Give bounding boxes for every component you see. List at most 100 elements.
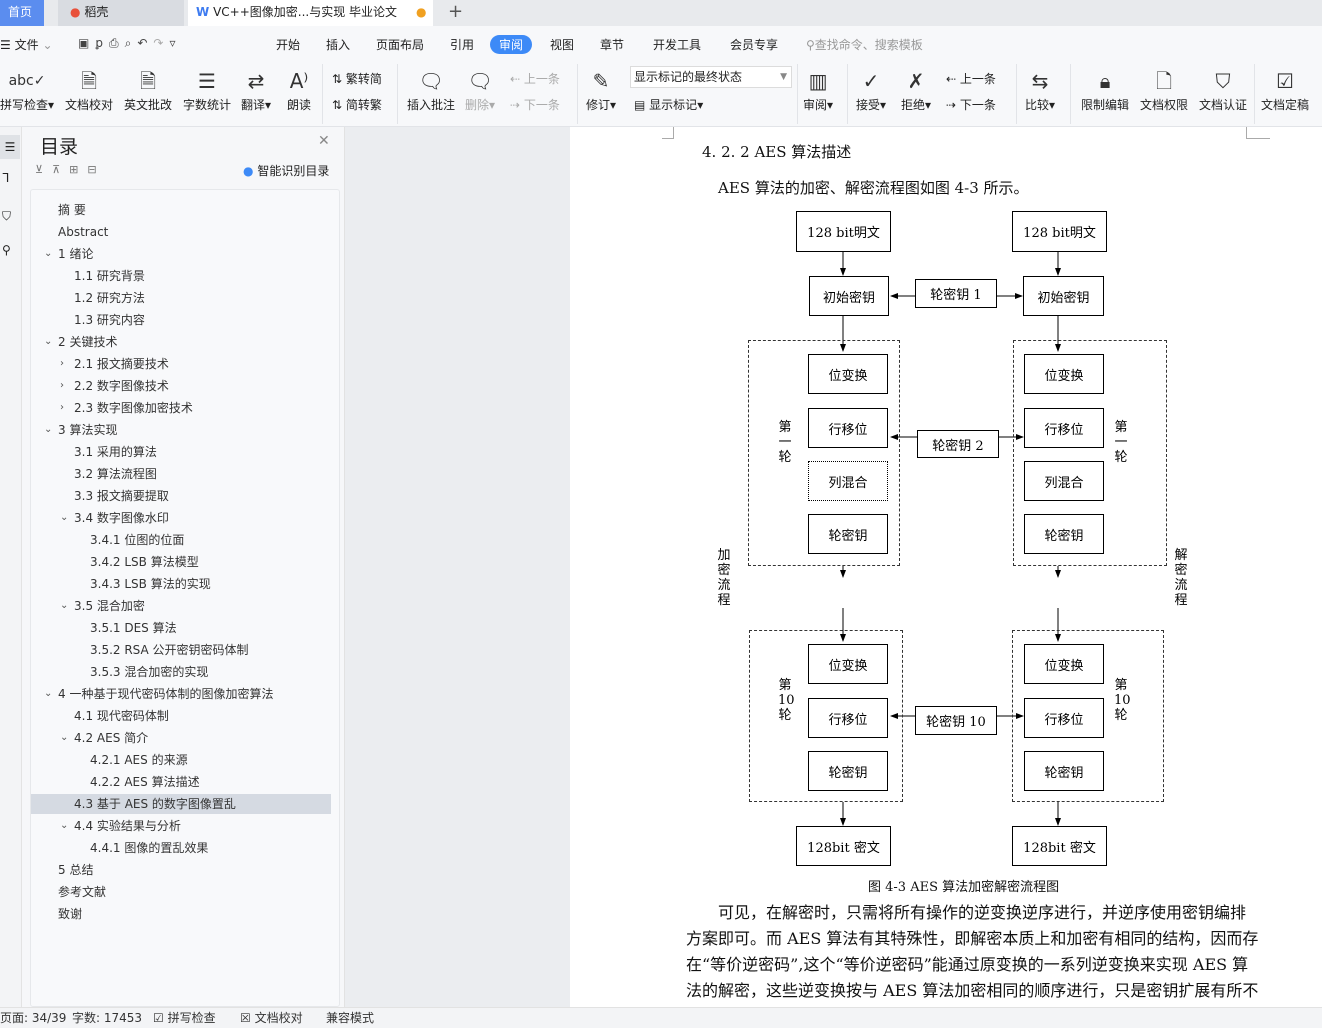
reject-button[interactable]: ✗拒绝▾ [901,66,931,113]
spell-check-status[interactable]: ☑ 拼写检查 [153,1008,216,1028]
toc-item[interactable]: 3.1 采用的算法 [31,442,331,462]
delete-comment-button[interactable]: 🗨删除▾ [465,66,495,113]
toc-item[interactable]: ›2.2 数字图像技术 [31,376,331,396]
toc-item[interactable]: Abstract [31,222,331,242]
english-correct-button[interactable]: 🗎英文批改 [124,66,172,113]
chevron-down-icon[interactable]: ⌄ [60,820,69,831]
menu-chapter[interactable]: 章节 [600,38,625,52]
toc-item[interactable]: 3.5.2 RSA 公开密钥密码体制 [31,640,331,660]
toc-item[interactable]: 4.3 基于 AES 的数字图像置乱 [31,794,331,814]
document-page[interactable] [570,127,1322,1007]
toc-item[interactable]: 3.5.1 DES 算法 [31,618,331,638]
toc-item[interactable]: 3.2 算法流程图 [31,464,331,484]
chevron-down-icon[interactable]: ⌄ [60,732,69,743]
page-indicator[interactable]: 页面: 34/39 [0,1011,67,1025]
doc-certify-button[interactable]: ⛉文档认证 [1199,66,1247,113]
restrict-editing-button[interactable]: 🔒︎限制编辑 [1081,66,1129,113]
chevron-right-icon[interactable]: › [60,402,64,413]
collapse-all-icon[interactable]: ⊻ [35,163,53,176]
toc-item[interactable]: ⌄3 算法实现 [31,420,331,440]
compare-button[interactable]: ⇆比较▾ [1025,66,1055,113]
track-changes-button[interactable]: ✎修订▾ [586,66,616,113]
styles-icon[interactable]: ᒣ [2,171,10,185]
doc-permission-button[interactable]: 🗋文档权限 [1140,66,1188,113]
toc-item[interactable]: ⌄4.4 实验结果与分析 [31,816,331,836]
accept-button[interactable]: ✓接受▾ [856,66,886,113]
traditional-to-simplified-button[interactable]: ⇅ 繁转简 [332,70,382,87]
customize-icon[interactable]: ▿ [169,36,182,50]
translate-button[interactable]: ⇄翻译▾ [241,66,271,113]
read-aloud-button[interactable]: A⁾朗读 [287,66,311,113]
toc-item[interactable]: ⌄1 绪论 [31,244,331,264]
redo-icon[interactable]: ↷ [153,36,170,50]
toc-item[interactable]: 3.3 报文摘要提取 [31,486,331,506]
tab-daoke[interactable]: ● 稻壳 [58,0,184,26]
toc-item[interactable]: 3.4.2 LSB 算法模型 [31,552,331,572]
close-icon[interactable]: ✕ [318,133,330,149]
display-mode-select[interactable]: 显示标记的最终状态▼ [630,66,792,88]
insert-comment-button[interactable]: 🗨插入批注 [407,66,455,113]
save-icon[interactable]: ▣ [78,36,96,50]
toc-item[interactable]: 3.5.3 混合加密的实现 [31,662,331,682]
chevron-down-icon[interactable]: ⌄ [44,424,53,435]
toc-item[interactable]: 摘 要 [31,200,331,220]
chevron-down-icon[interactable]: ⌄ [60,600,69,611]
toc-item[interactable]: ›2.1 报文摘要技术 [31,354,331,374]
menu-page-layout[interactable]: 页面布局 [376,38,425,52]
next-change-button[interactable]: ⇢ 下一条 [946,96,996,113]
word-count-button[interactable]: ☰字数统计 [183,66,231,113]
review-pane-button[interactable]: ▥审阅▾ [803,66,833,113]
prev-comment-button[interactable]: ⇠ 上一条 [510,70,560,87]
prev-change-button[interactable]: ⇠ 上一条 [946,70,996,87]
undo-icon[interactable]: ↶ [137,36,154,50]
chevron-down-icon[interactable]: ⌄ [44,688,53,699]
print-icon[interactable]: ⎙ [108,36,125,50]
toc-item[interactable]: ›2.3 数字图像加密技术 [31,398,331,418]
toc-item[interactable]: ⌄4 一种基于现代密码体制的图像加密算法 [31,684,331,704]
toc-item[interactable]: 4.2.1 AES 的来源 [31,750,331,770]
file-menu[interactable]: ☰ 文件 ⌄ [0,36,53,53]
toc-item[interactable]: 1.2 研究方法 [31,288,331,308]
toc-item[interactable]: 参考文献 [31,882,331,902]
toc-item[interactable]: 1.3 研究内容 [31,310,331,330]
simplified-to-traditional-button[interactable]: ⇅ 简转繁 [332,96,382,113]
chevron-right-icon[interactable]: › [60,358,64,369]
next-comment-button[interactable]: ⇢ 下一条 [510,96,560,113]
chevron-down-icon[interactable]: ⌄ [44,336,53,347]
menu-review[interactable]: 审阅 [490,35,533,54]
proofread-status[interactable]: ☒ 文档校对 [240,1008,303,1028]
expand-up-icon[interactable]: ⊼ [52,163,70,176]
menu-start[interactable]: 开始 [276,38,301,52]
toc-item[interactable]: 3.4.1 位图的位面 [31,530,331,550]
toc-item[interactable]: ⌄3.4 数字图像水印 [31,508,331,528]
toc-item[interactable]: 致谢 [31,904,331,924]
toc-item[interactable]: ⌄2 关键技术 [31,332,331,352]
menu-insert[interactable]: 插入 [326,38,351,52]
proofread-button[interactable]: 🗎文档校对 [65,66,113,113]
smart-toc-button[interactable]: ● 智能识别目录 [243,162,329,179]
bookmark-icon[interactable]: ⛉ [2,209,12,223]
chevron-right-icon[interactable]: › [60,380,64,391]
toc-panel-icon[interactable]: ☰ [0,135,20,159]
new-tab-button[interactable]: + [448,1,464,22]
tab-home[interactable]: 首页 [0,0,44,26]
chevron-down-icon[interactable]: ⌄ [44,248,53,259]
menu-view[interactable]: 视图 [550,38,575,52]
command-search[interactable]: ⚲查找命令、搜索模板 [806,36,923,53]
menu-references[interactable]: 引用 [450,38,475,52]
spell-check-button[interactable]: abc✓拼写检查▾ [0,66,54,113]
search-icon[interactable]: ⚲ [2,243,11,257]
show-marks-button[interactable]: ▤ 显示标记▾ [634,98,704,112]
finalize-button[interactable]: ☑文档定稿 [1261,66,1309,113]
toc-item[interactable]: 4.1 现代密码体制 [31,706,331,726]
toc-item[interactable]: 1.1 研究背景 [31,266,331,286]
word-count[interactable]: 字数: 17453 [72,1011,143,1025]
format-painter-icon[interactable]: ꝑ [95,36,109,50]
collapse-icon[interactable]: ⊟ [87,163,106,176]
menu-developer[interactable]: 开发工具 [653,38,702,52]
toc-item[interactable]: ⌄4.2 AES 简介 [31,728,331,748]
print-preview-icon[interactable]: ⌕ [124,36,138,50]
menu-member[interactable]: 会员专享 [730,38,779,52]
toc-item[interactable]: 4.4.1 图像的置乱效果 [31,838,331,858]
